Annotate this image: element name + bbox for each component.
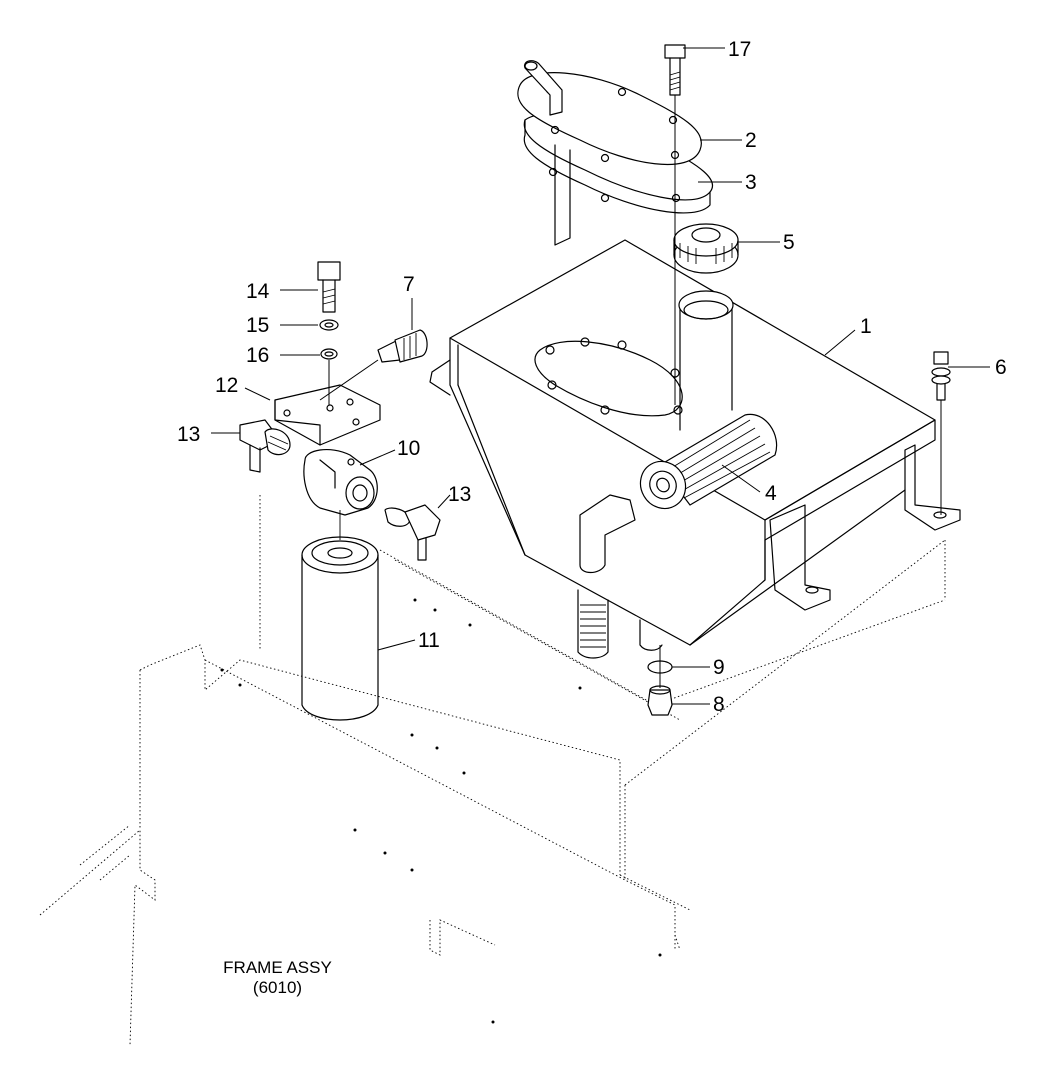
callout-17: 17 [728,38,752,61]
callout-1: 1 [860,315,872,338]
callout-16: 16 [246,344,270,367]
callout-10: 10 [397,437,421,460]
line-filter-assembly [239,261,441,721]
callout-13-left: 13 [177,423,201,446]
bracket-bolt [931,351,951,515]
frame-assembly-label: FRAME ASSY (6010) [205,958,350,997]
filler-cap-assembly [673,223,739,431]
cover-bolt [664,44,686,405]
callout-leaders [211,47,990,705]
callout-12: 12 [215,374,239,397]
callout-14: 14 [246,280,270,303]
top-cover-and-gasket [517,60,714,246]
callout-6: 6 [995,356,1007,379]
frame-assembly-outline [39,495,946,1046]
callout-7: 7 [403,273,415,296]
callout-11: 11 [418,629,440,652]
callout-8: 8 [713,693,725,716]
callout-13-right: 13 [448,483,472,506]
callout-9: 9 [713,656,725,679]
callout-15: 15 [246,314,270,337]
hydraulic-tank [429,239,961,659]
callout-3: 3 [745,171,757,194]
frame-assembly-name: FRAME ASSY [223,958,332,977]
strainer-element [639,413,778,510]
callout-5: 5 [783,231,795,254]
callout-4: 4 [765,482,777,505]
frame-assembly-code: (6010) [252,977,303,997]
callout-2: 2 [745,129,757,152]
drain-plug-and-oring [647,645,673,716]
